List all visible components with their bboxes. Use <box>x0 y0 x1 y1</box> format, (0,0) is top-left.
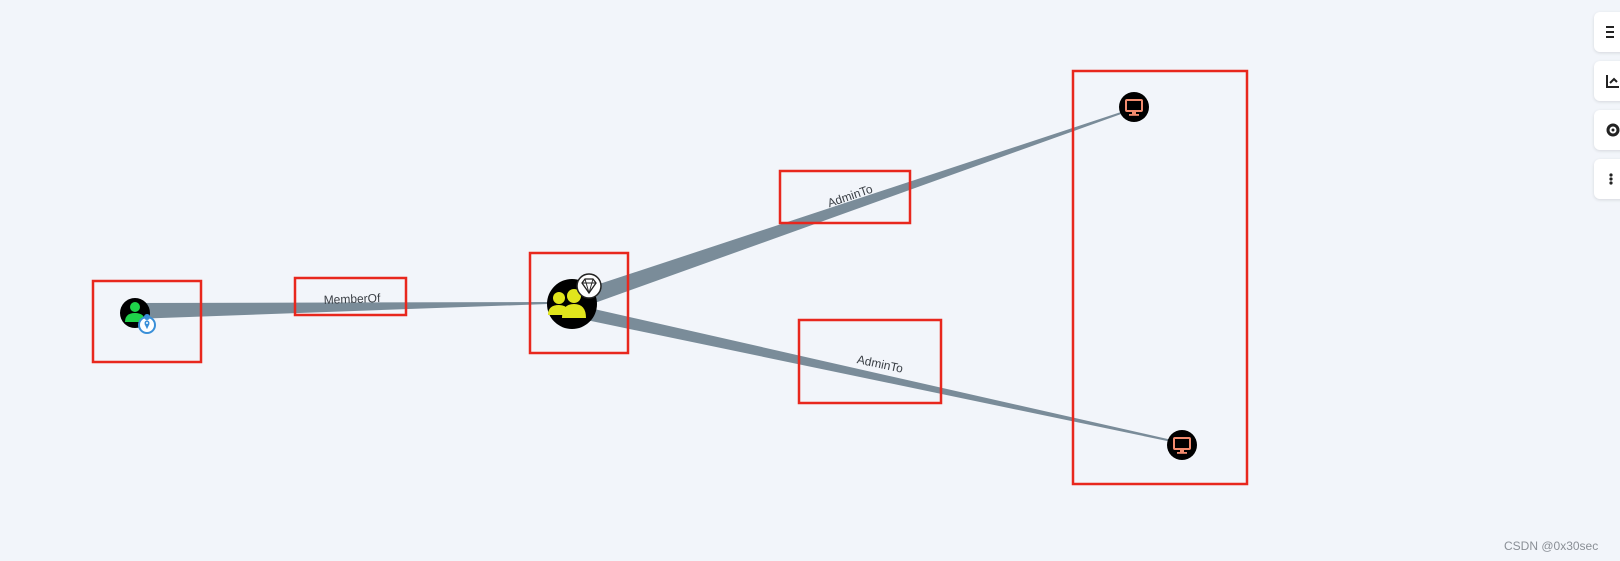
user-node[interactable] <box>120 298 156 334</box>
highlight-user-node <box>91 279 203 364</box>
computer-node-1[interactable] <box>1119 92 1149 122</box>
highlight-memberof-label <box>293 276 408 317</box>
layout-button[interactable] <box>1594 12 1620 52</box>
more-icon <box>1609 173 1613 185</box>
highlight-adminto-bottom-label <box>797 318 943 405</box>
computer-icon <box>1173 437 1191 454</box>
edge-label-memberof: MemberOf <box>323 291 381 307</box>
highlight-group-node <box>528 251 630 355</box>
settings-button[interactable] <box>1594 110 1620 150</box>
computer-icon <box>1125 99 1143 116</box>
high-value-gem-icon <box>576 273 602 299</box>
highlight-adminto-top-label <box>778 169 912 225</box>
highlight-computer-nodes <box>1071 69 1249 486</box>
layout-icon <box>1606 26 1614 38</box>
settings-icon <box>1606 123 1620 137</box>
edge-adminto-bottom[interactable] <box>572 304 1172 442</box>
group-node[interactable] <box>547 273 602 329</box>
edge-memberof[interactable] <box>133 302 548 319</box>
computer-node-2[interactable] <box>1167 430 1197 460</box>
more-button[interactable] <box>1594 159 1620 199</box>
watermark-text: CSDN @0x30sec <box>1504 539 1599 553</box>
group-icon <box>548 289 586 318</box>
export-icon <box>1606 75 1619 88</box>
owned-pin-icon <box>138 314 156 334</box>
edge-adminto-top[interactable] <box>572 111 1124 309</box>
export-button[interactable] <box>1594 61 1620 101</box>
